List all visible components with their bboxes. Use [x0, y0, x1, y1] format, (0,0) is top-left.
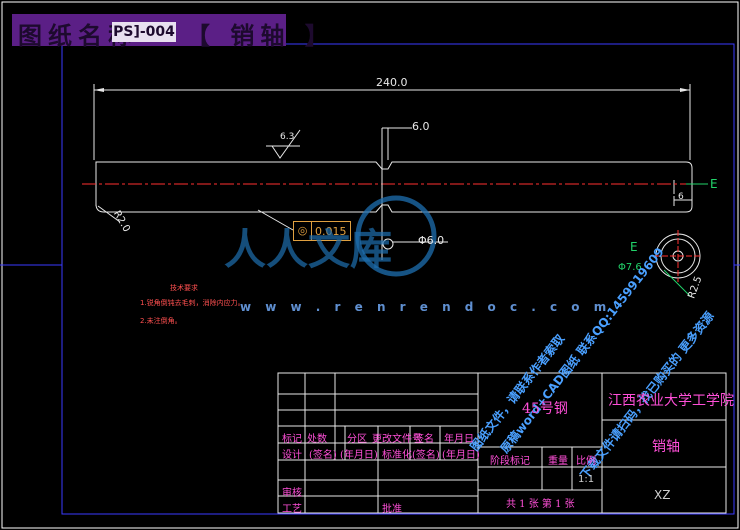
- section-label-e: E: [630, 240, 638, 254]
- tb-r1-c4: 更改文件号: [372, 434, 422, 445]
- shaft-outline: [95, 161, 693, 213]
- notes-item-2: 2.未注倒角。: [140, 317, 182, 325]
- watermark-logo-ring: [355, 195, 437, 277]
- tb-approve: 批准: [382, 504, 402, 515]
- tb-r1-c5: 签名: [414, 434, 434, 445]
- tolerance-value: 0.015: [315, 224, 347, 238]
- tb-process: 工艺: [282, 504, 302, 515]
- tb-weight-label: 重量: [548, 456, 568, 467]
- tb-r1-c3: 分区: [347, 434, 367, 445]
- tb-stage-label: 阶段标记: [490, 456, 530, 467]
- section-marker-e: E: [710, 177, 718, 191]
- tb-r2-c1: 设计: [282, 450, 302, 461]
- tb-r2-c5: (签名): [412, 450, 440, 461]
- concentricity-icon: ◎: [294, 222, 312, 240]
- dim-roughness: 6.3: [280, 132, 295, 142]
- notes-heading: 技术要求: [170, 284, 198, 292]
- tolerance-frame: ◎ 0.015: [293, 221, 351, 241]
- tb-scale-value: 1:1: [578, 474, 595, 485]
- tb-part-name: 销轴: [652, 439, 680, 455]
- tb-r1-c6: 年月日: [444, 434, 474, 445]
- tb-r1-c2: 处数: [307, 434, 327, 445]
- tb-r2-c4: 标准化: [382, 450, 412, 461]
- dim-length: 240.0: [376, 76, 408, 89]
- watermark-brand: 人人文库: [224, 225, 393, 274]
- notes-item-1: 1.锐角倒钝去毛刺，消除内应力。: [140, 299, 245, 307]
- tb-material: 45号钢: [522, 401, 568, 417]
- tb-r1-c1: 标记: [282, 434, 302, 445]
- title-block-lines: [277, 372, 727, 514]
- tb-r2-c3: (年月日): [340, 450, 378, 461]
- inner-frame: [61, 43, 735, 515]
- tb-r2-c6: (年月日): [442, 450, 480, 461]
- tb-school: 江西农业大学工学院: [608, 393, 734, 409]
- dim-groove-width: 6.0: [412, 120, 430, 133]
- tb-audit: 审核: [282, 488, 302, 499]
- title-code: PS]-004: [112, 22, 176, 42]
- tb-code: XZ: [654, 488, 671, 502]
- tb-r2-c2: (签名): [309, 450, 337, 461]
- section-dim: Φ7.6: [618, 262, 642, 273]
- watermark-url: w w w . r e n r e n d o c . c o m: [240, 300, 612, 314]
- dim-right-step: 6: [678, 192, 684, 202]
- dim-groove-diameter: Φ6.0: [418, 234, 445, 247]
- tb-scale-label: 比例: [576, 456, 596, 467]
- tb-sheets: 共 1 张 第 1 张: [506, 499, 575, 510]
- title-part-name: 【 销轴 】: [186, 21, 335, 50]
